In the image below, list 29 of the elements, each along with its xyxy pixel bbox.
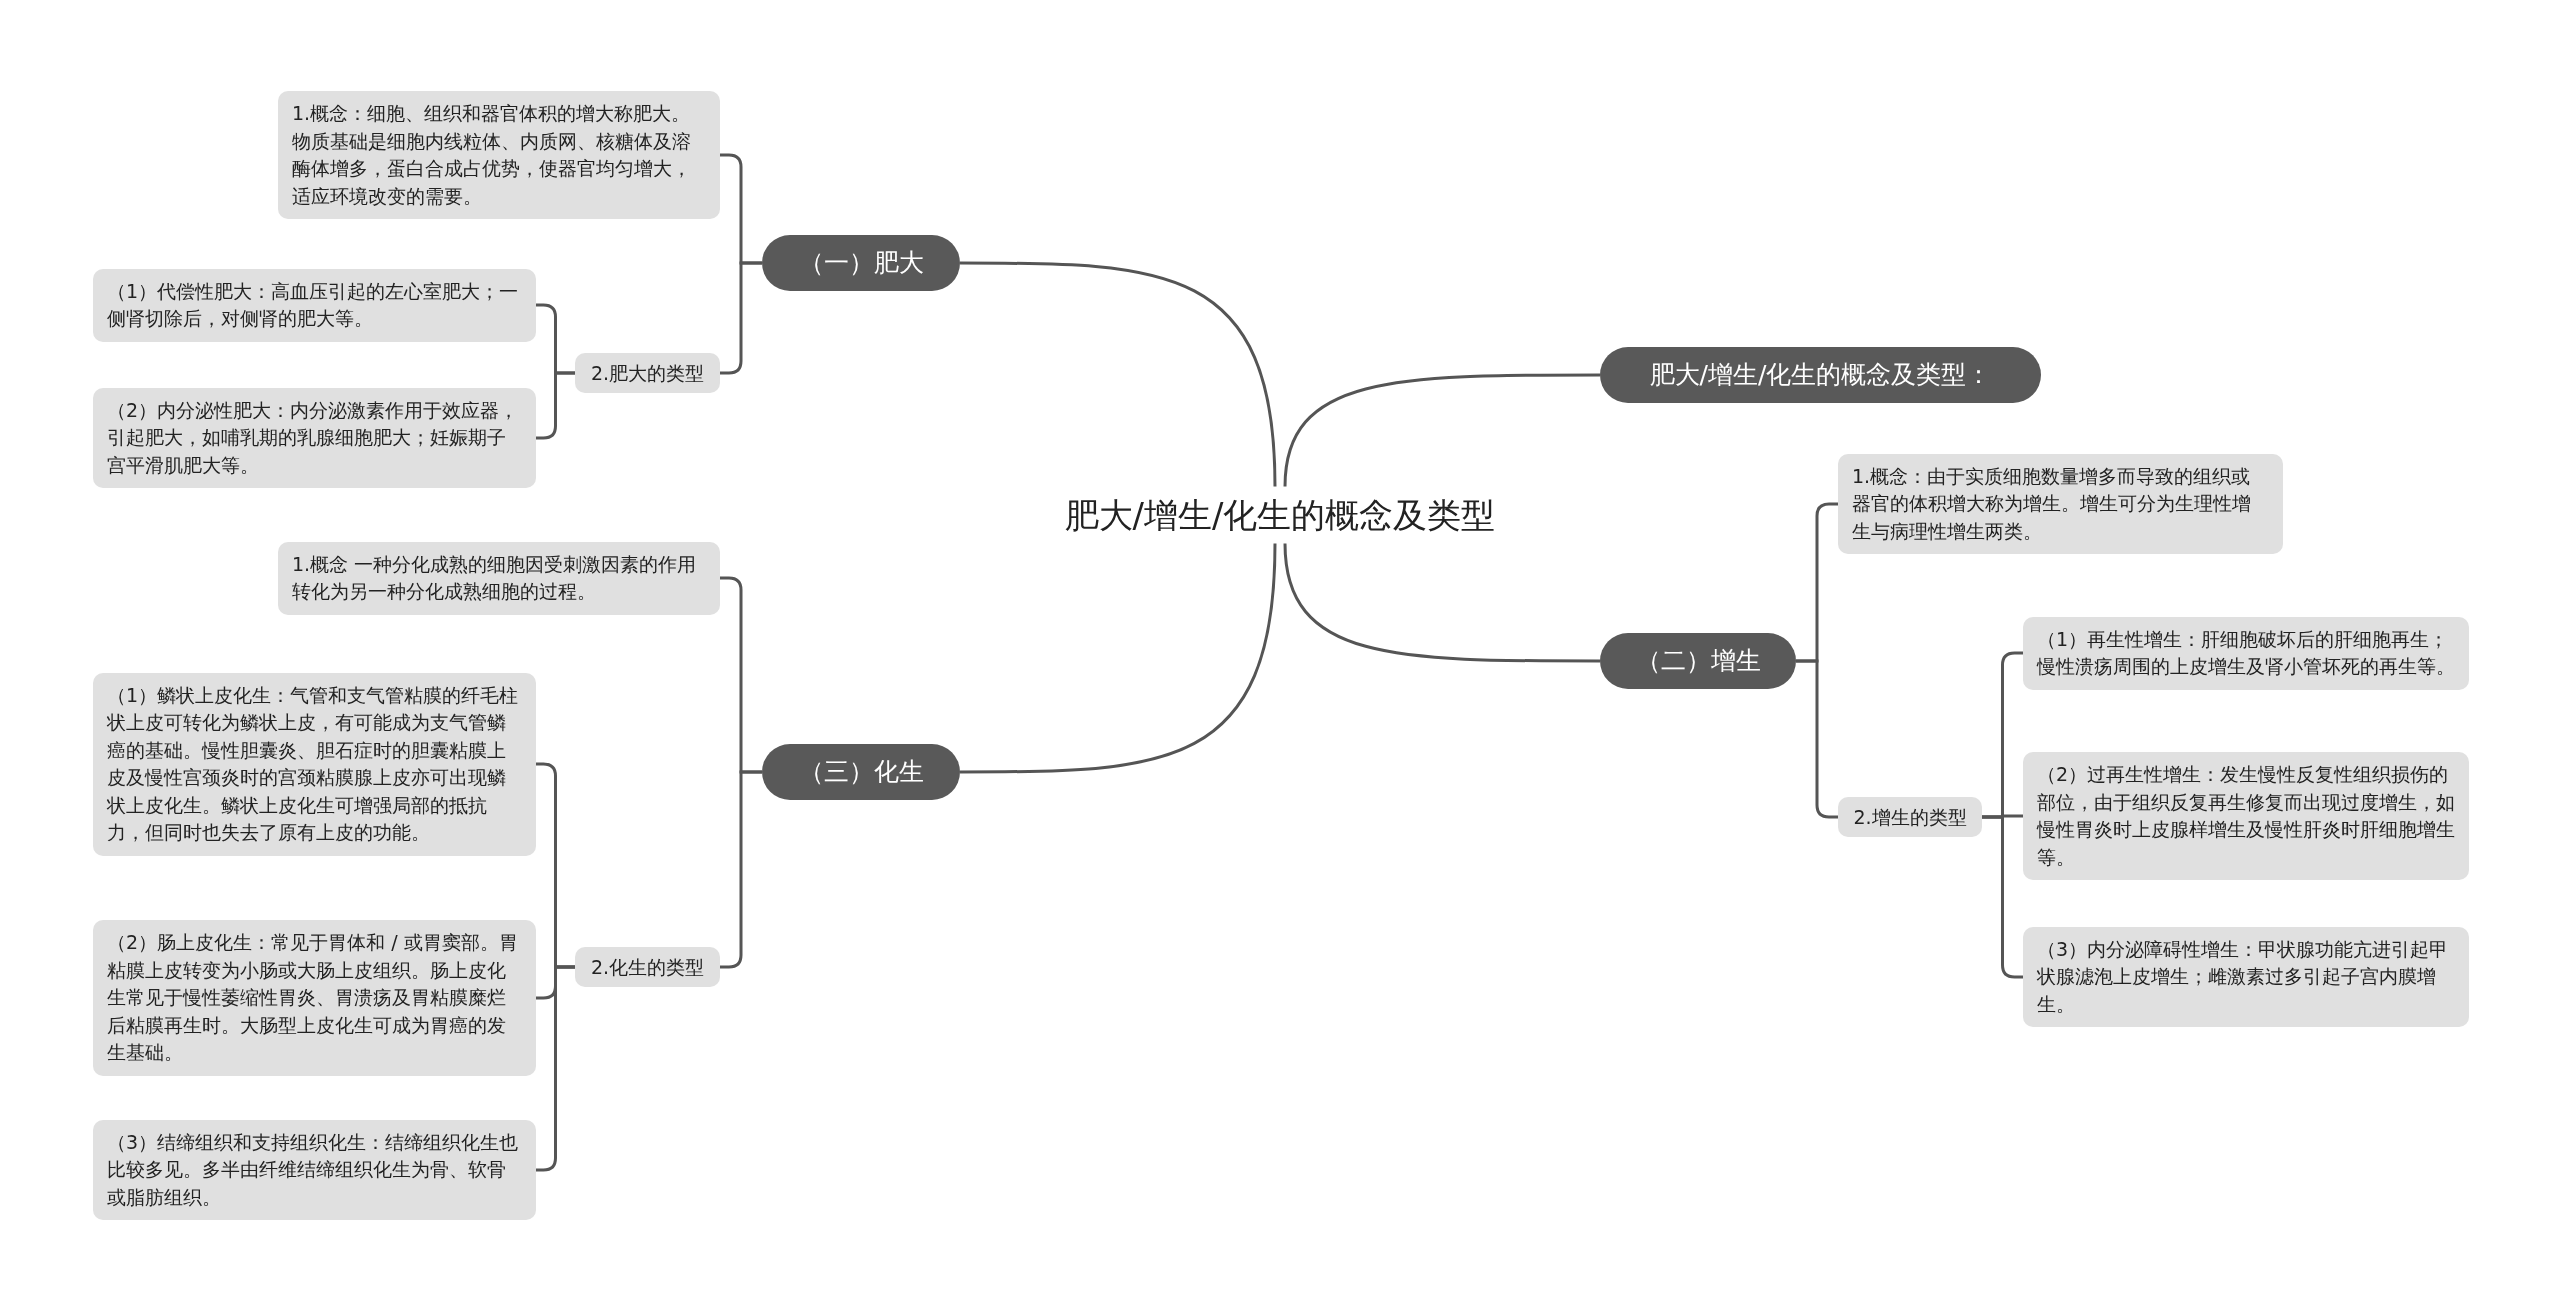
connector-line	[960, 261, 1277, 487]
connector-line	[1283, 373, 1600, 487]
note-card: （1）再生性增生：肝细胞破坏后的肝细胞再生；慢性溃疡周围的上皮增生及肾小管坏死的再生等。	[2023, 616, 2469, 690]
connector-line	[720, 770, 762, 969]
note-card: （2）内分泌性肥大：内分泌激素作用于效应器，引起肥大，如哺乳期的乳腺细胞肥大；妊娠期子宫平滑肌肥大等。	[93, 387, 536, 489]
subtopic-card: 2.肥大的类型	[575, 352, 720, 394]
connector-line	[720, 261, 762, 375]
central-topic: 肥大/增生/化生的概念及类型	[1060, 486, 1500, 544]
note-card: （1）代偿性肥大：高血压引起的左心室肥大；一侧肾切除后，对侧肾的肥大等。	[93, 268, 536, 342]
connector-line	[1283, 543, 1600, 663]
note-card: 1.概念 一种分化成熟的细胞因受刺激因素的作用转化为另一种分化成熟细胞的过程。	[278, 541, 720, 615]
connector-line	[536, 965, 575, 1172]
note-card: （2）过再生性增生：发生慢性反复性组织损伤的部位，由于组织反复再生修复而出现过度增生，如慢性胃炎时上皮腺样增生及慢性肝炎时肝细胞增生等。	[2023, 752, 2469, 881]
note-card: （1）鳞状上皮化生：气管和支气管粘膜的纤毛柱状上皮可转化为鳞状上皮，有可能成为支气管鳞癌的基础。慢性胆囊炎、胆石症时的胆囊粘膜上皮及慢性宫颈炎时的宫颈粘膜腺上皮亦可出现鳞状上皮化生。鳞状上皮化生可增强局部的抵抗力，但同时也失去了原有上皮的功能。	[93, 672, 536, 856]
note-card: 1.概念：由于实质细胞数量增多而导致的组织或器官的体积增大称为增生。增生可分为生理性增生与病理性增生两类。	[1838, 453, 2283, 555]
connector-line	[536, 371, 575, 440]
branch-topic: （二）增生	[1600, 632, 1796, 689]
note-card: 1.概念：细胞、组织和器官体积的增大称肥大。物质基础是细胞内线粒体、内质网、核糖体及溶酶体增多，蛋白合成占优势，使器官均匀增大，适应环境改变的需要。	[278, 91, 720, 220]
connector-line	[1796, 659, 1838, 819]
connector-line	[960, 543, 1277, 774]
note-card: （2）肠上皮化生：常见于胃体和 / 或胃窦部。胃粘膜上皮转变为小肠或大肠上皮组织。肠上皮化生常见于慢性萎缩性胃炎、胃溃疡及胃粘膜糜烂后粘膜再生时。大肠型上皮化生可成为胃癌的发生基础。	[93, 920, 536, 1076]
subtopic-card: 2.化生的类型	[575, 946, 720, 988]
connector-line	[1982, 815, 2023, 979]
branch-topic: （一）肥大	[762, 234, 960, 291]
branch-topic: （三）化生	[762, 743, 960, 800]
subtopic-card: 2.增生的类型	[1838, 796, 1982, 838]
branch-topic: 肥大/增生/化生的概念及类型：	[1600, 346, 2041, 403]
note-card: （3）内分泌障碍性增生：甲状腺功能亢进引起甲状腺滤泡上皮增生；雌激素过多引起子宫内膜增生。	[2023, 926, 2469, 1028]
note-card: （3）结缔组织和支持组织化生：结缔组织化生也比较多见。多半由纤维结缔组织化生为骨、软骨或脂肪组织。	[93, 1119, 536, 1221]
